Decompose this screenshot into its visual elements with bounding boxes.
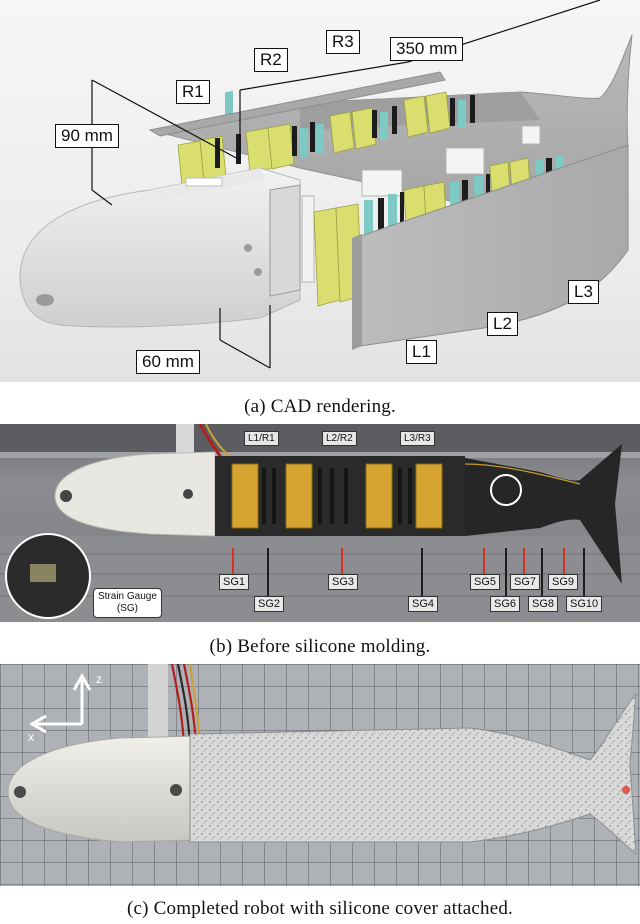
gauge-label-sg8: SG8	[528, 596, 559, 612]
panel-c-completed-robot: z x	[0, 664, 640, 886]
label-r2: R2	[254, 48, 288, 72]
axis-z-label: z	[96, 672, 102, 686]
label-length: 350 mm	[390, 37, 464, 61]
caption-c: (c) Completed robot with silicone cover …	[127, 898, 513, 919]
label-r3: R3	[326, 30, 360, 54]
gauge-label-sg7: SG7	[510, 574, 541, 590]
panel-a-cad-rendering: R1 R2 R3 350 mm 90 mm 60 mm L1 L2 L3	[0, 0, 640, 382]
completed-robot-photo	[0, 664, 640, 886]
axis-x-label: x	[28, 730, 34, 744]
label-width: 60 mm	[136, 350, 200, 374]
segment-blocks	[231, 463, 443, 529]
gauge-label-sg10: SG10	[566, 596, 603, 612]
caption-a: (a) CAD rendering.	[244, 396, 396, 417]
label-l3: L3	[568, 280, 599, 304]
gauge-label-sg2: SG2	[254, 596, 285, 612]
gauge-label-sg4: SG4	[408, 596, 439, 612]
gauge-label-sg9: SG9	[548, 574, 579, 590]
gauge-label-sg6: SG6	[490, 596, 521, 612]
label-height: 90 mm	[55, 124, 119, 148]
segment-label-1: L1/R1	[244, 431, 279, 446]
gauge-label-sg1: SG1	[219, 574, 250, 590]
axis-indicator	[28, 672, 92, 734]
cad-illustration	[19, 0, 633, 369]
label-l1: L1	[406, 340, 437, 364]
gauge-label-sg3: SG3	[328, 574, 359, 590]
strain-gauge-label: Strain Gauge (SG)	[93, 588, 162, 618]
segment-label-3: L3/R3	[400, 431, 435, 446]
gauge-label-sg5: SG5	[470, 574, 501, 590]
label-r1: R1	[176, 80, 210, 104]
label-l2: L2	[487, 312, 518, 336]
panel-b-before-molding: L1/R1 L2/R2 L3/R3 SG1 SG2 SG3 SG4 SG5 SG…	[0, 424, 640, 622]
caption-b: (b) Before silicone molding.	[209, 636, 431, 657]
segment-label-2: L2/R2	[322, 431, 357, 446]
